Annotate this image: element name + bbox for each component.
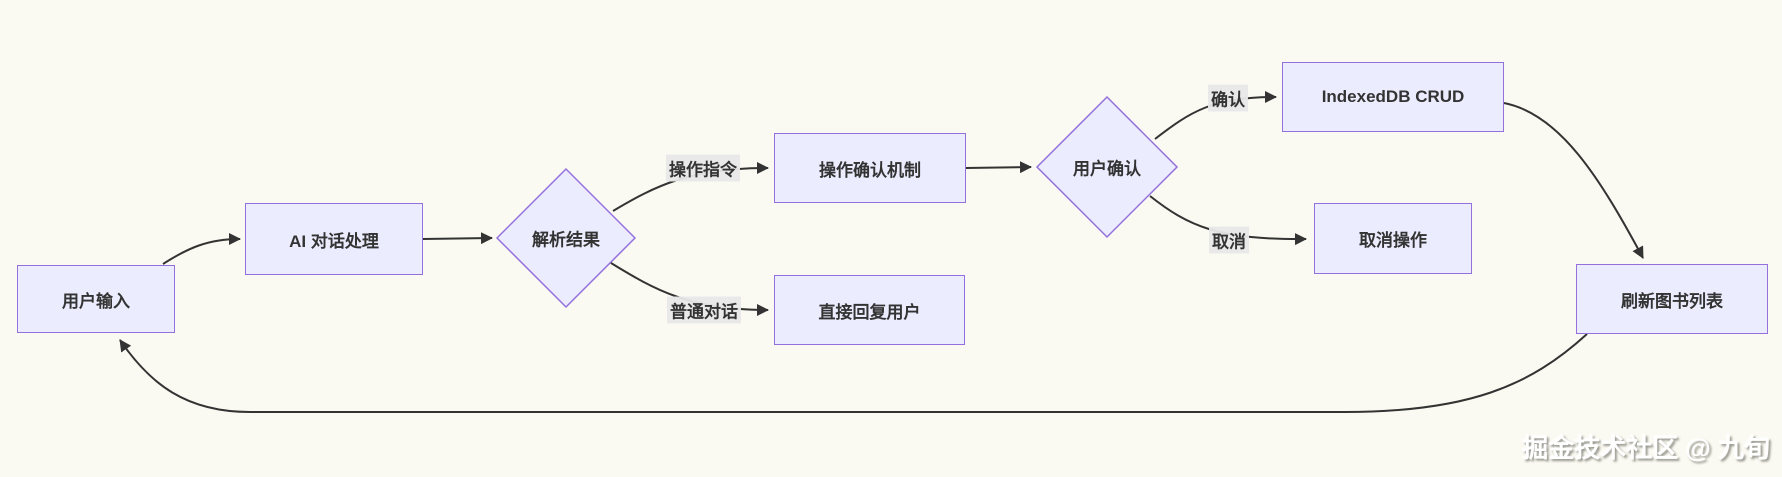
node-user-confirm-label: 用户确认 xyxy=(1073,159,1141,179)
edge-label-confirm: 确认 xyxy=(1208,84,1248,112)
edge-label-normal-chat: 普通对话 xyxy=(667,296,741,324)
node-indexeddb-crud: IndexedDB CRUD xyxy=(1282,62,1504,132)
diamond-user-confirm xyxy=(1035,95,1179,239)
node-parse-result-label: 解析结果 xyxy=(532,230,600,250)
edge-user-input-to-ai-process xyxy=(162,233,241,265)
node-op-confirm-label: 操作确认机制 xyxy=(819,160,921,180)
edge-refresh-list-to-user-input xyxy=(119,333,1588,413)
node-refresh-list-label: 刷新图书列表 xyxy=(1621,291,1723,311)
edge-user-confirm-to-indexeddb xyxy=(1154,91,1277,140)
edge-ai-process-to-parse-result xyxy=(422,232,493,245)
watermark-text: 掘金技术社区 @ 九旬 xyxy=(1522,433,1770,463)
node-direct-reply-label: 直接回复用户 xyxy=(818,302,921,322)
node-ai-process: AI 对话处理 xyxy=(245,203,423,275)
edge-label-op-instruction: 操作指令 xyxy=(666,154,740,182)
node-user-input-label: 用户输入 xyxy=(62,291,130,311)
edge-indexeddb-to-refresh-list xyxy=(1503,102,1644,259)
node-user-input: 用户输入 xyxy=(17,265,175,333)
edge-label-cancel: 取消 xyxy=(1209,226,1249,254)
node-cancel-op-label: 取消操作 xyxy=(1359,231,1427,250)
node-cancel-op: 取消操作 xyxy=(1314,203,1472,274)
diamond-parse-result xyxy=(495,167,637,309)
node-ai-process-label: AI 对话处理 xyxy=(289,231,379,251)
edge-op-confirm-to-user-confirm xyxy=(965,161,1032,174)
node-refresh-list: 刷新图书列表 xyxy=(1576,264,1768,334)
node-op-confirm: 操作确认机制 xyxy=(774,133,966,203)
node-direct-reply: 直接回复用户 xyxy=(774,275,965,345)
node-indexeddb-crud-label: IndexedDB CRUD xyxy=(1321,87,1465,106)
